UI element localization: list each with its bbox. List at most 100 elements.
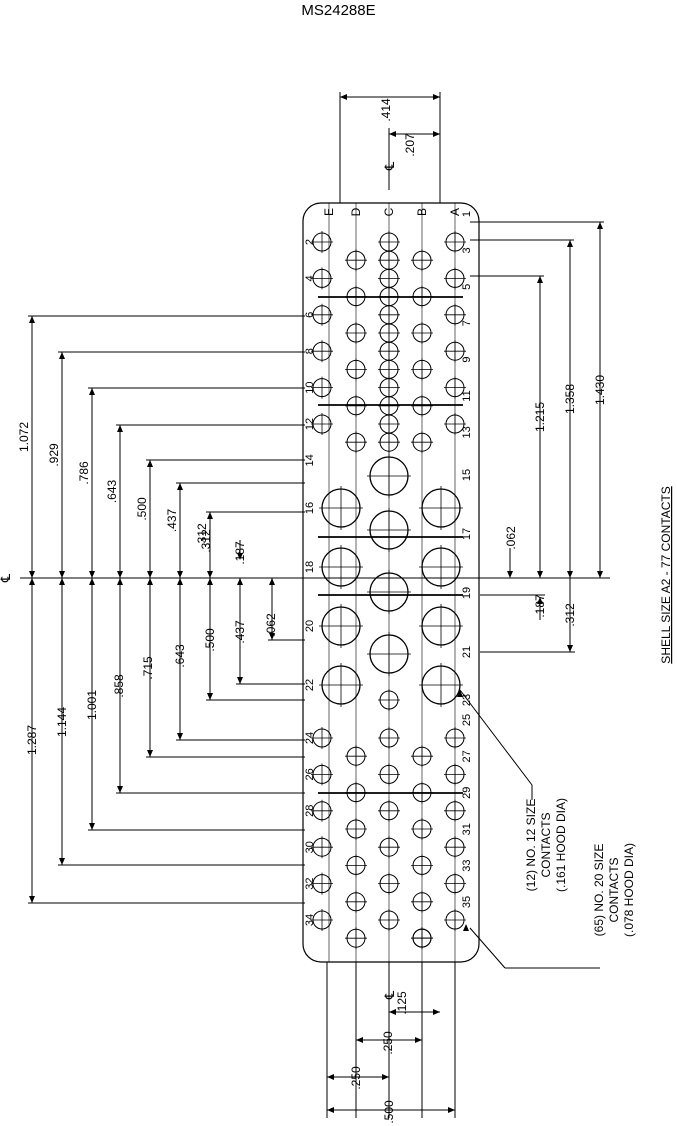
arrowhead bbox=[89, 823, 95, 830]
arrowhead bbox=[433, 1009, 440, 1015]
arrowhead bbox=[177, 571, 183, 578]
dimension-label-left-lower: .858 bbox=[112, 674, 126, 698]
arrowhead bbox=[448, 1107, 455, 1113]
contact-number-left: 10 bbox=[304, 381, 316, 393]
dimension-label-left-upper: 1.072 bbox=[17, 422, 31, 452]
contact-number-right: 23 bbox=[461, 694, 473, 706]
contact-number-left: 34 bbox=[304, 914, 316, 926]
arrowhead bbox=[117, 425, 123, 432]
arrowhead bbox=[237, 677, 243, 684]
arrowhead bbox=[567, 240, 573, 247]
contact-number-right: 17 bbox=[461, 528, 473, 540]
arrowhead bbox=[207, 693, 213, 700]
dimension-label-right: .187 bbox=[533, 594, 547, 618]
arrowhead bbox=[597, 571, 603, 578]
dimension-label-left-lower: .643 bbox=[173, 644, 187, 668]
arrowhead bbox=[389, 1009, 396, 1015]
row-letter-b: B bbox=[415, 208, 429, 216]
arrowhead bbox=[356, 1037, 363, 1043]
shell-size-label: SHELL SIZE A2 - 77 CONTACTS bbox=[659, 486, 673, 663]
small-contact-note-line: (.078 HOOD DIA) bbox=[622, 843, 636, 937]
contact-number-left: 26 bbox=[304, 768, 316, 780]
arrowhead bbox=[597, 222, 603, 229]
arrowhead bbox=[457, 690, 463, 697]
arrowhead bbox=[89, 578, 95, 585]
contact-number-left: 2 bbox=[304, 239, 316, 245]
shell-outline bbox=[302, 202, 480, 963]
arrowhead bbox=[59, 578, 65, 585]
arrowhead bbox=[89, 571, 95, 578]
contact-number-left: 8 bbox=[304, 348, 316, 354]
contact-number-left: 16 bbox=[304, 502, 316, 514]
small-contact-note-line: CONTACTS bbox=[607, 857, 621, 922]
arrowhead bbox=[537, 276, 543, 283]
contact-number-left: 32 bbox=[304, 877, 316, 889]
arrowhead bbox=[117, 578, 123, 585]
arrowhead bbox=[29, 578, 35, 585]
contact-number-left: 12 bbox=[304, 418, 316, 430]
arrowhead bbox=[147, 460, 153, 467]
arrowhead bbox=[177, 483, 183, 490]
contact-number-right: 15 bbox=[461, 469, 473, 481]
arrowhead bbox=[389, 131, 396, 137]
arrowhead bbox=[207, 571, 213, 578]
large-contact-note-line: (12) NO. 12 SIZE bbox=[524, 799, 538, 892]
contact-number-left: 22 bbox=[304, 679, 316, 691]
dimension-label-left-lower: 1.287 bbox=[25, 725, 39, 755]
dimension-label-right: 1.215 bbox=[533, 402, 547, 432]
arrowhead bbox=[269, 633, 275, 640]
dimension-label-top: .414 bbox=[379, 98, 393, 122]
arrowhead bbox=[59, 858, 65, 865]
contact-number-right: 29 bbox=[461, 787, 473, 799]
dimension-label-top: .207 bbox=[403, 133, 417, 157]
dimension-label-right: .312 bbox=[563, 603, 577, 627]
contact-number-left: 28 bbox=[304, 805, 316, 817]
arrowhead bbox=[340, 94, 347, 100]
contact-number-right: 21 bbox=[461, 646, 473, 658]
large-contact-note-line: CONTACTS bbox=[539, 812, 553, 877]
contact-number-left: 24 bbox=[304, 732, 316, 744]
contact-number-right: 5 bbox=[461, 284, 473, 290]
dimension-label-bottom: .250 bbox=[381, 1031, 395, 1055]
dimension-label-left-lower: 1.144 bbox=[55, 707, 69, 737]
arrowhead bbox=[382, 1074, 389, 1080]
centerline-symbol-top: ℄ bbox=[382, 161, 397, 171]
contact-number-left: 14 bbox=[304, 454, 316, 466]
contact-number-right: 19 bbox=[461, 587, 473, 599]
dimension-label-left-upper: .929 bbox=[47, 443, 61, 467]
arrowhead bbox=[147, 571, 153, 578]
contact-number-left: 20 bbox=[304, 620, 316, 632]
contact-number-right: 27 bbox=[461, 750, 473, 762]
arrowhead bbox=[237, 553, 243, 560]
row-letter-d: D bbox=[349, 207, 363, 216]
arrowhead bbox=[29, 316, 35, 323]
contact-number-right: 35 bbox=[461, 896, 473, 908]
row-letter-c: C bbox=[382, 207, 396, 216]
small-contact-note-line: (65) NO. 20 SIZE bbox=[592, 844, 606, 937]
contact-number-right: 25 bbox=[461, 714, 473, 726]
arrowhead bbox=[327, 1074, 334, 1080]
callout-leader bbox=[469, 927, 506, 969]
arrowhead bbox=[567, 645, 573, 652]
centerline-symbol: ℄ bbox=[0, 573, 13, 583]
arrowhead bbox=[207, 578, 213, 585]
contact-number-left: 18 bbox=[304, 561, 316, 573]
contact-number-right: 13 bbox=[461, 426, 473, 438]
dimension-label-bottom: .125 bbox=[395, 991, 409, 1015]
dimension-label-right: 1.358 bbox=[563, 384, 577, 414]
dimension-label-bottom: .500 bbox=[382, 1100, 396, 1124]
dimension-label-left-lower: .500 bbox=[203, 628, 217, 652]
contact-number-right: 11 bbox=[461, 390, 473, 401]
contact-number-left: 6 bbox=[304, 312, 316, 318]
contact-number-right: 7 bbox=[461, 320, 473, 326]
contact-number-right: 31 bbox=[461, 823, 473, 835]
contact-number-left: 30 bbox=[304, 841, 316, 853]
arrowhead bbox=[29, 571, 35, 578]
arrowhead bbox=[177, 578, 183, 585]
dimension-label-left-lower: 1.001 bbox=[85, 690, 99, 720]
callout-leader bbox=[459, 689, 533, 786]
contact-number-right: 3 bbox=[461, 247, 473, 253]
arrowhead bbox=[433, 131, 440, 137]
centerline-symbol-bottom: ℄ bbox=[382, 990, 397, 1000]
arrowhead bbox=[29, 896, 35, 903]
